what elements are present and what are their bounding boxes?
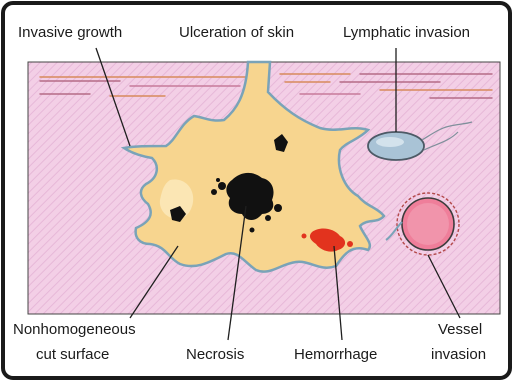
label-ulceration-of-skin: Ulceration of skin (179, 24, 294, 41)
label-invasive-growth: Invasive growth (18, 24, 122, 41)
label-hemorrhage: Hemorrhage (294, 346, 377, 363)
label-nonhomogeneous-line2: cut surface (36, 346, 109, 363)
label-lymphatic-invasion: Lymphatic invasion (343, 24, 470, 41)
label-necrosis: Necrosis (186, 346, 244, 363)
label-vessel-invasion-line1: Vessel (438, 321, 482, 338)
label-vessel-invasion-line2: invasion (431, 346, 486, 363)
label-nonhomogeneous-line1: Nonhomogeneous (13, 321, 136, 338)
